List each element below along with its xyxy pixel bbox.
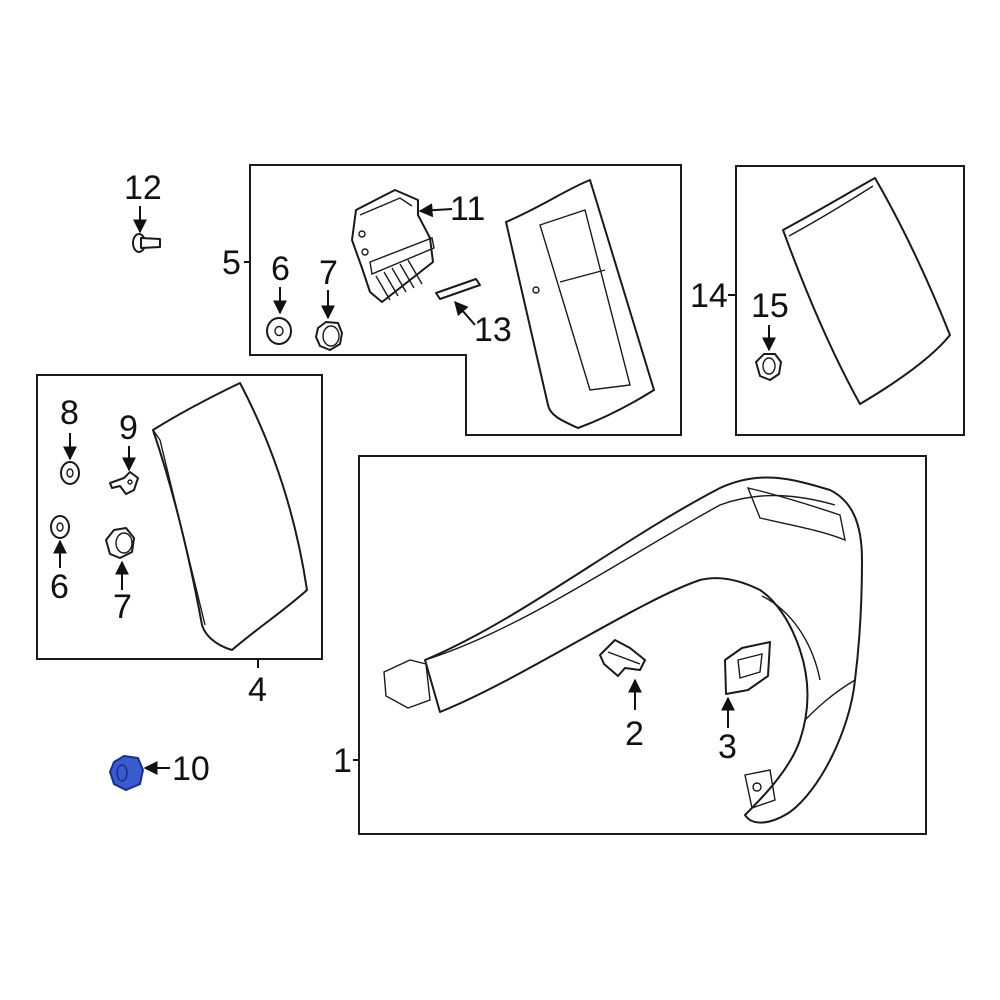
part-10-grommet-highlighted[interactable] [108,754,145,792]
part-9-clip[interactable] [109,471,139,495]
callout-11: 11 [450,190,485,228]
part-7-grommet-upper[interactable] [315,321,343,351]
callout-4: 4 [248,671,267,709]
part-3-bracket[interactable] [724,641,771,695]
group-box-14 [735,165,965,436]
callout-6-upper: 6 [271,250,290,288]
panel-upper-right[interactable] [782,177,951,405]
part-7-grommet-lower[interactable] [105,527,135,559]
group-box-1 [358,455,927,835]
callout-7-lower: 7 [113,588,132,626]
callout-12: 12 [124,169,162,207]
callout-6-lower: 6 [50,568,69,606]
part-15-grommet[interactable] [755,353,782,381]
callout-10: 10 [172,750,210,788]
part-6-washer-lower[interactable] [50,515,70,539]
callout-8: 8 [60,394,79,432]
part-2-bracket[interactable] [599,639,646,677]
callout-5: 5 [222,244,241,282]
part-12-bolt[interactable] [132,233,161,253]
part-11-module[interactable] [351,189,435,303]
panel-upper-center[interactable] [505,179,655,429]
part-6-washer-upper[interactable] [266,317,292,345]
callout-14: 14 [690,277,728,315]
panel-left[interactable] [152,382,308,651]
group-box-4 [36,374,323,660]
callout-13: 13 [474,311,512,349]
callout-3: 3 [718,728,737,766]
callout-1: 1 [333,742,352,780]
callout-7-upper: 7 [319,254,338,292]
fender-panel[interactable] [383,476,863,824]
callout-2: 2 [625,715,644,753]
callout-15: 15 [751,287,789,325]
group-box-5 [249,164,682,436]
part-8-washer[interactable] [60,461,80,485]
part-13-strip[interactable] [435,278,481,300]
callout-9: 9 [119,409,138,447]
